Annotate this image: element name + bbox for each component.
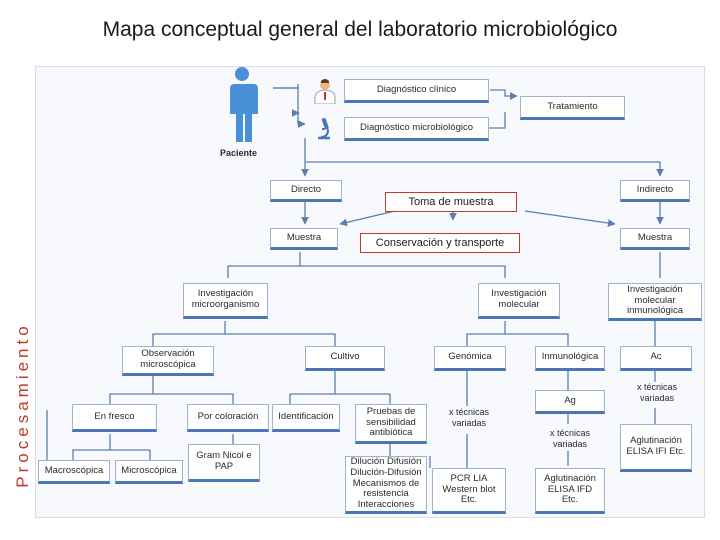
node-inv-mol-inmuno: Investigación molecular inmunológica [608, 283, 702, 321]
patient-label: Paciente [220, 148, 258, 158]
node-ag-metodos: Aglutinación ELISA IFD Etc. [535, 468, 605, 514]
node-por-coloracion: Por coloración [187, 404, 269, 432]
node-cultivo: Cultivo [305, 346, 385, 371]
node-indirecto: Indirecto [620, 180, 690, 202]
node-obs-microscopica: Observación microscópica [122, 346, 214, 376]
node-sens-metodos: Dilución Difusión Dilución-Difusión Meca… [345, 456, 427, 514]
node-ac: Ac [620, 346, 692, 371]
node-directo: Directo [270, 180, 342, 202]
node-muestra-indirecto: Muestra [620, 228, 690, 250]
node-diag-micro: Diagnóstico microbiológico [344, 117, 489, 141]
node-gen-tecnicas: x técnicas variadas [448, 407, 490, 428]
node-genomica: Genómica [434, 346, 506, 371]
node-microscopica: Microscópica [115, 460, 183, 484]
connector-lines [41, 84, 664, 473]
node-toma-muestra: Toma de muestra [385, 192, 517, 212]
page-title: Mapa conceptual general del laboratorio … [102, 18, 618, 41]
node-conservacion: Conservación y transporte [360, 233, 520, 253]
node-ag-tecnicas: x técnicas variadas [549, 428, 591, 449]
microscope-icon [318, 117, 330, 140]
node-diag-clinico: Diagnóstico clínico [344, 79, 489, 103]
node-coloraciones: Gram Nicol e PAP [188, 444, 260, 482]
person-icon [230, 67, 258, 142]
node-identificacion: Identificación [272, 404, 340, 432]
side-label-text: Procesamiento [13, 322, 32, 488]
side-label: Procesamiento [13, 290, 33, 520]
node-inv-microorganismo: Investigación microorganismo [183, 283, 268, 319]
node-ag: Ag [535, 390, 605, 414]
node-ac-tecnicas: x técnicas variadas [636, 382, 678, 403]
node-en-fresco: En fresco [72, 404, 157, 432]
doctor-icon [314, 79, 336, 104]
node-inmunologica: Inmunológica [535, 346, 605, 371]
node-tratamiento: Tratamiento [520, 96, 625, 120]
node-ac-metodos: Aglutinación ELISA IFI Etc. [620, 424, 692, 472]
node-inv-molecular: Investigación molecular [478, 283, 560, 319]
node-gen-metodos: PCR LIA Western blot Etc. [432, 468, 506, 514]
node-macroscopica: Macroscópica [38, 460, 110, 484]
node-muestra-directo: Muestra [270, 228, 338, 250]
node-pruebas-sensibilidad: Pruebas de sensibilidad antibiótica [355, 404, 427, 444]
